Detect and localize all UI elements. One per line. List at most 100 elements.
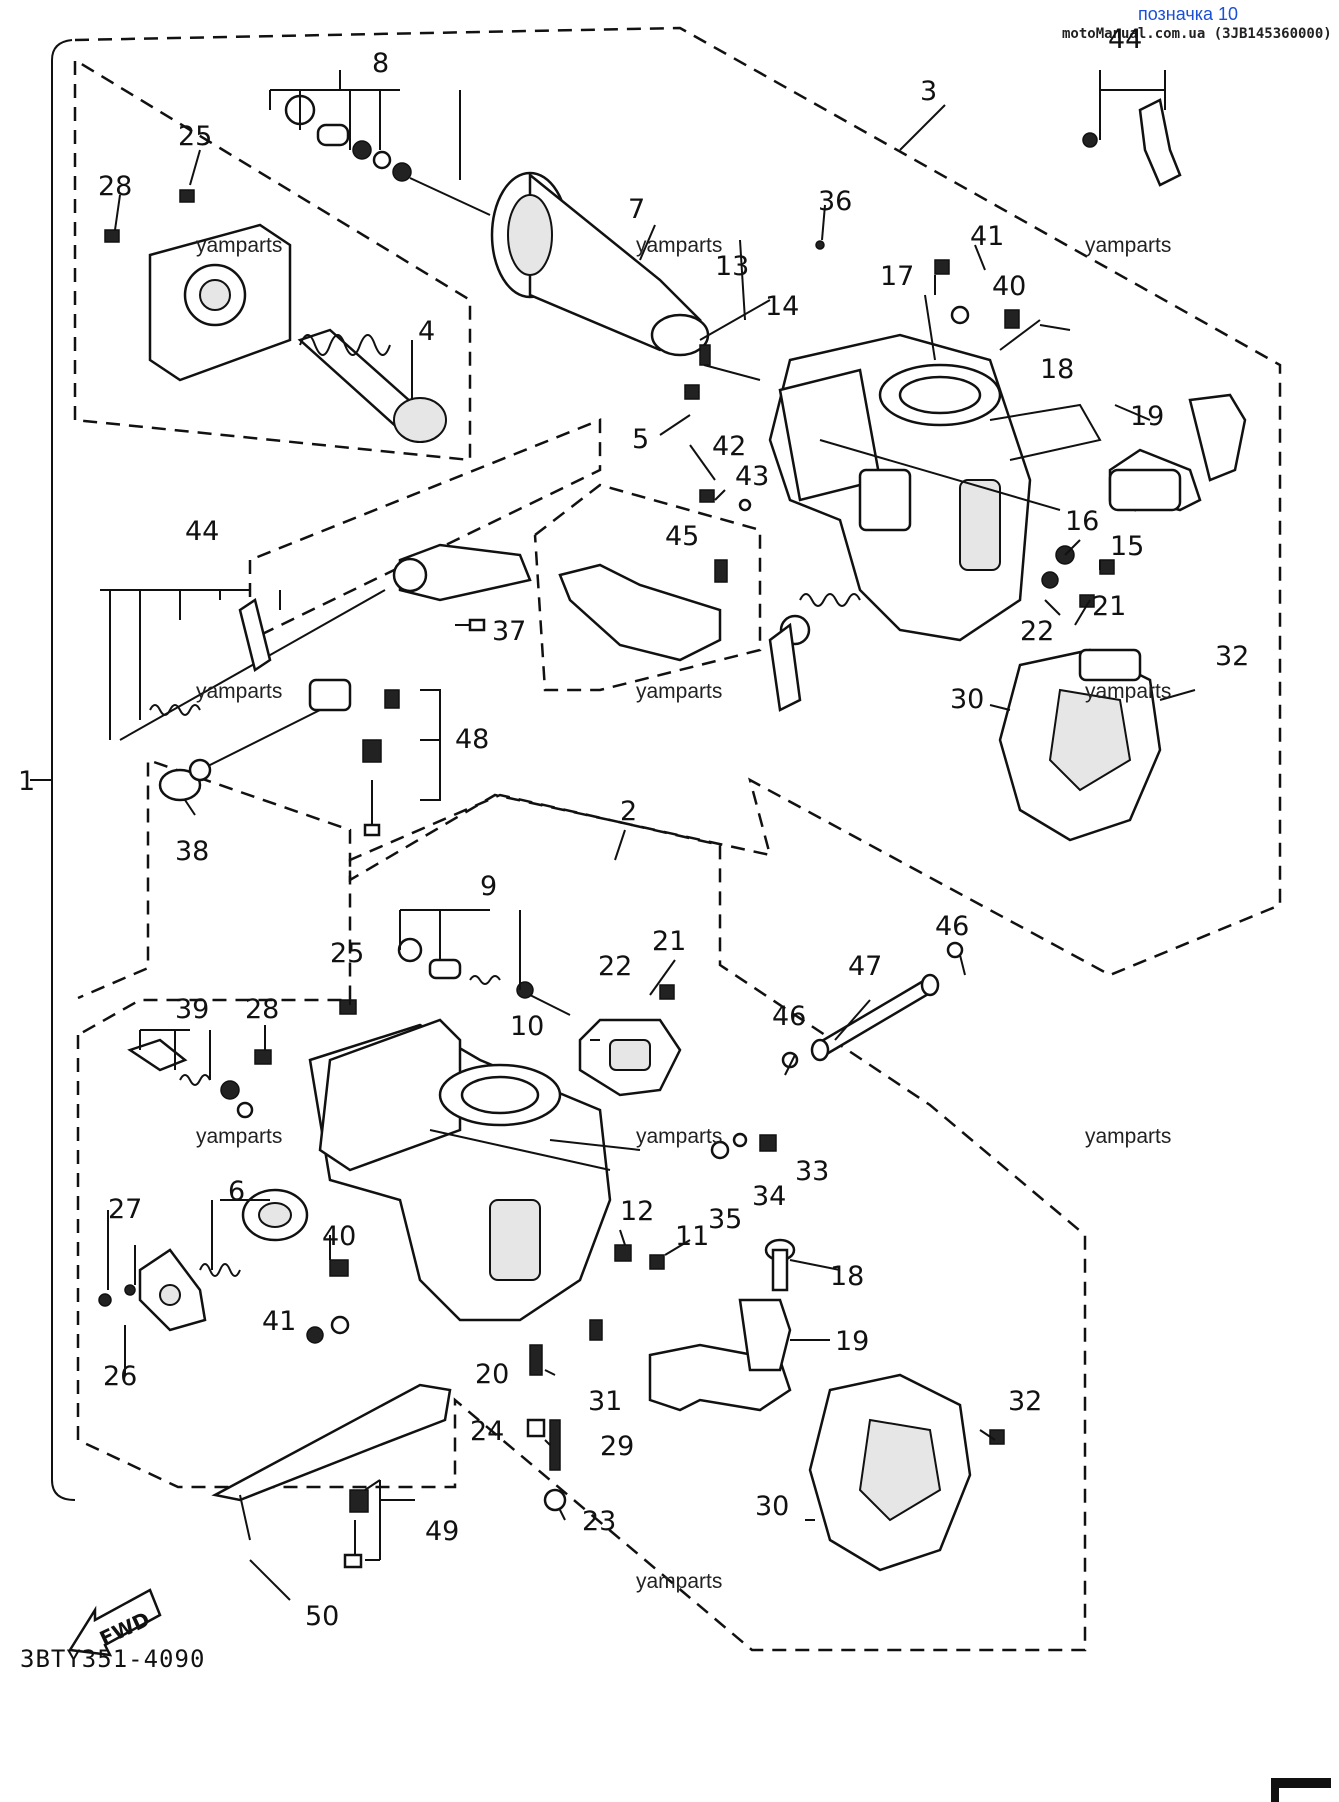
callout-22b: 22 bbox=[598, 951, 632, 982]
bracket-50 bbox=[211, 1383, 452, 1569]
callout-28b: 28 bbox=[245, 994, 279, 1025]
collar-38 bbox=[158, 758, 212, 802]
callout-26: 26 bbox=[103, 1361, 137, 1392]
watermark: yamparts bbox=[196, 1125, 283, 1148]
callout-19b: 19 bbox=[835, 1326, 869, 1357]
callout-21a: 21 bbox=[1092, 591, 1126, 622]
source-caption: motoManual.com.ua (3JB145360000) bbox=[1062, 26, 1332, 42]
callout-40b: 40 bbox=[322, 1221, 356, 1252]
callout-23: 23 bbox=[582, 1506, 616, 1537]
callout-43: 43 bbox=[735, 461, 769, 492]
callout-42: 42 bbox=[712, 431, 746, 462]
callout-46a: 46 bbox=[935, 911, 969, 942]
choke-10 bbox=[578, 1018, 682, 1097]
link-plate-45 bbox=[558, 563, 722, 662]
spring-39 bbox=[127, 1038, 254, 1119]
lever-48 bbox=[199, 678, 400, 837]
callout-16: 16 bbox=[1065, 506, 1099, 537]
watermark: yamparts bbox=[636, 680, 723, 703]
watermark: yamparts bbox=[636, 234, 723, 257]
diagram-code: 3BTY351-4090 bbox=[20, 1645, 206, 1673]
watermark: yamparts bbox=[196, 234, 283, 257]
callout-31: 31 bbox=[588, 1386, 622, 1417]
callout-44b: 44 bbox=[185, 516, 219, 547]
callout-29: 29 bbox=[600, 1431, 634, 1462]
callout-47: 47 bbox=[848, 951, 882, 982]
watermark: yamparts bbox=[636, 1570, 723, 1593]
callout-28a: 28 bbox=[98, 171, 132, 202]
callout-18a: 18 bbox=[1040, 354, 1074, 385]
callout-40a: 40 bbox=[992, 271, 1026, 302]
callout-19a: 19 bbox=[1130, 401, 1164, 432]
callout-5: 5 bbox=[632, 424, 649, 455]
callout-37: 37 bbox=[492, 616, 526, 647]
callout-9: 9 bbox=[480, 871, 497, 902]
callout-25b: 25 bbox=[330, 938, 364, 969]
top-cover bbox=[148, 223, 292, 382]
callout-1: 1 bbox=[18, 766, 35, 797]
watermark: yamparts bbox=[196, 680, 283, 703]
fuel-tube-47 bbox=[810, 973, 940, 1062]
callout-46b: 46 bbox=[772, 1001, 806, 1032]
callout-33: 33 bbox=[795, 1156, 829, 1187]
callout-3: 3 bbox=[920, 76, 937, 107]
callout-13: 13 bbox=[715, 251, 749, 282]
leader-lines bbox=[100, 70, 1196, 1601]
callout-41a: 41 bbox=[970, 221, 1004, 252]
callout-45: 45 bbox=[665, 521, 699, 552]
cover-27 bbox=[138, 1248, 207, 1332]
callout-24: 24 bbox=[470, 1416, 504, 1447]
throttle-linkage-44 bbox=[119, 543, 532, 741]
figure-tag: позначка 10 bbox=[1138, 4, 1239, 24]
lower-carburetor-body bbox=[308, 1018, 641, 1322]
float-chamber-lower bbox=[808, 1373, 972, 1572]
callout-15: 15 bbox=[1110, 531, 1144, 562]
lower-small-hardware bbox=[98, 941, 1005, 1512]
callout-48: 48 bbox=[455, 724, 489, 755]
callout-14: 14 bbox=[765, 291, 799, 322]
callout-49: 49 bbox=[425, 1516, 459, 1547]
callout-numbers: 1 2 3 4 5 6 7 8 9 10 11 12 13 14 15 16 1… bbox=[18, 24, 1249, 1632]
watermark: yamparts bbox=[1085, 234, 1172, 257]
callout-36: 36 bbox=[818, 186, 852, 217]
callout-27: 27 bbox=[108, 1194, 142, 1225]
callout-12: 12 bbox=[620, 1196, 654, 1227]
watermark: yamparts bbox=[1085, 1125, 1172, 1148]
callout-18b: 18 bbox=[830, 1261, 864, 1292]
callout-39: 39 bbox=[175, 994, 209, 1025]
callout-10: 10 bbox=[510, 1011, 544, 1042]
callout-30a: 30 bbox=[950, 684, 984, 715]
callout-32a: 32 bbox=[1215, 641, 1249, 672]
upper-carburetor-body bbox=[768, 333, 1102, 642]
callout-21b: 21 bbox=[652, 926, 686, 957]
callout-25a: 25 bbox=[178, 121, 212, 152]
jet-set-9 bbox=[397, 937, 571, 1016]
callout-6: 6 bbox=[228, 1176, 245, 1207]
watermark: yamparts bbox=[1085, 680, 1172, 703]
callout-22a: 22 bbox=[1020, 616, 1054, 647]
float-chamber-upper bbox=[998, 648, 1162, 842]
callout-44a: 44 bbox=[1108, 24, 1142, 55]
page-corner-mark bbox=[1271, 1778, 1331, 1802]
assembly-bracket bbox=[51, 39, 76, 1501]
callout-34: 34 bbox=[752, 1181, 786, 1212]
group-boundary-float-chamber bbox=[533, 483, 762, 692]
callout-20: 20 bbox=[475, 1359, 509, 1390]
callout-41b: 41 bbox=[262, 1306, 296, 1337]
callout-2: 2 bbox=[620, 796, 637, 827]
float-19-lower bbox=[648, 1238, 796, 1412]
float-19-upper bbox=[1108, 393, 1247, 512]
choke-spring bbox=[768, 593, 861, 712]
callout-11: 11 bbox=[675, 1221, 709, 1252]
callout-8: 8 bbox=[372, 48, 389, 79]
callout-32b: 32 bbox=[1008, 1386, 1042, 1417]
callout-4: 4 bbox=[418, 316, 435, 347]
callout-38: 38 bbox=[175, 836, 209, 867]
callout-30b: 30 bbox=[755, 1491, 789, 1522]
group-boundary-upper bbox=[74, 26, 1282, 1000]
group-boundary-inner-upper bbox=[73, 57, 472, 462]
upper-small-hardware bbox=[104, 98, 1182, 632]
diaphragm-6 bbox=[199, 1188, 309, 1277]
callout-50: 50 bbox=[305, 1601, 339, 1632]
